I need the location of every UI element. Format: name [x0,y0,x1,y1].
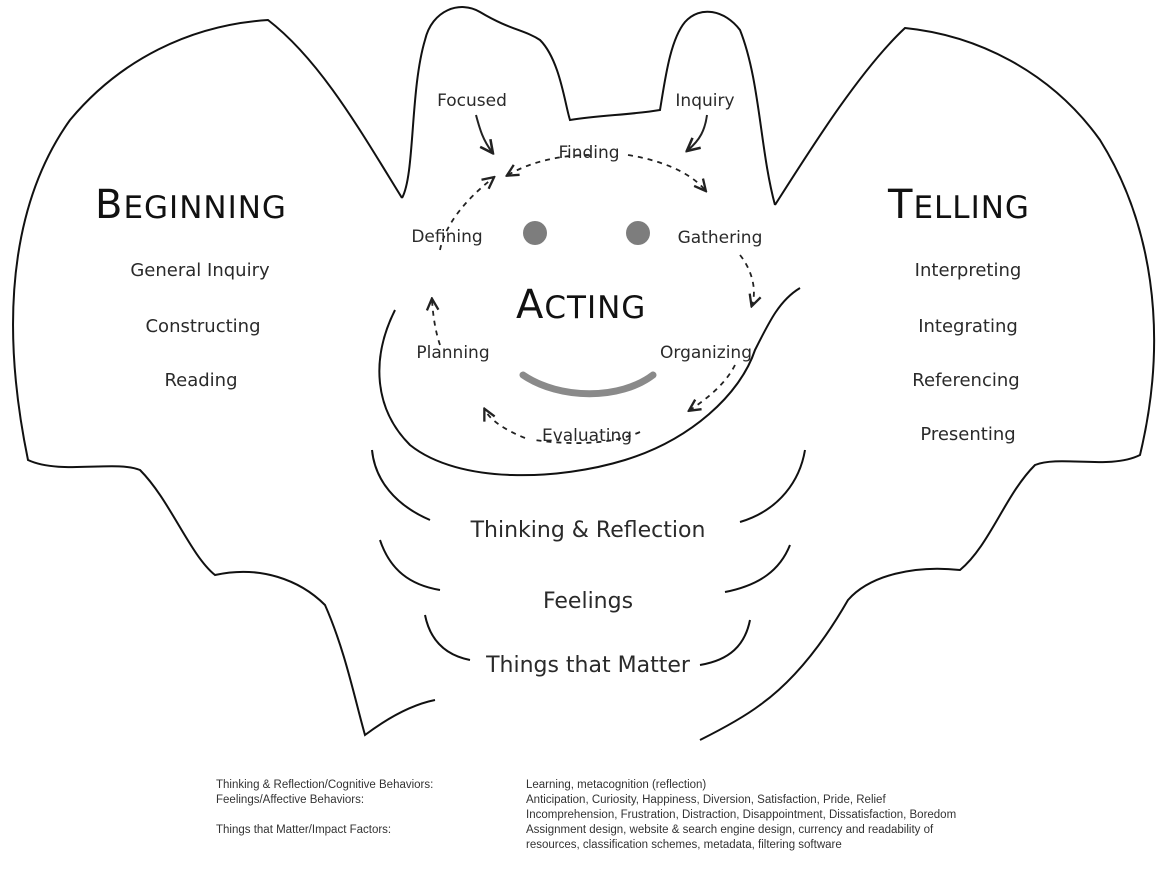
legend-row: Feelings/Affective Behaviors: Anticipati… [216,793,1116,808]
cycle-step-evaluating: Evaluating [542,426,632,446]
smile [519,371,657,398]
body-band-right [699,619,751,666]
legend-key: Thinking & Reflection/Cognitive Behavior… [216,779,434,791]
left-eye [523,221,547,245]
legend-row: Thinking & Reflection/Cognitive Behavior… [216,778,1116,793]
cycle-step-organizing: Organizing [660,343,752,363]
acting-heading: ACTING [516,282,646,328]
legend-row: resources, classification schemes, metad… [216,838,1116,853]
body-band-left [379,539,441,591]
body-layer-thinking: Thinking & Reflection [470,518,706,543]
cycle-step-planning: Planning [416,343,489,363]
legend-row: Things that Matter/Impact Factors: Assig… [216,823,1116,838]
beginning-item: General Inquiry [130,260,270,281]
body-band-right [739,449,806,523]
legend-value: Assignment design, website & search engi… [526,824,934,836]
body-layer-things: Things that Matter [485,653,691,678]
beginning-item: Constructing [145,316,260,337]
cycle-step-defining: Defining [411,227,482,247]
beginning-item: Reading [164,370,237,391]
body-band-left [371,449,431,521]
body-band-left [424,614,471,661]
body-layer-feelings: Feelings [543,589,633,614]
focused-arrow [475,114,492,152]
legend: Thinking & Reflection/Cognitive Behavior… [216,778,1116,853]
legend-value: Anticipation, Curiosity, Happiness, Dive… [526,794,886,806]
head-outline [401,6,776,206]
right-wing-outline [699,26,1156,741]
body-band-right [724,544,791,593]
legend-value: resources, classification schemes, metad… [526,839,842,851]
inquiry-arrow [688,114,708,150]
ear-label-inquiry: Inquiry [675,91,734,111]
legend-value: Incomprehension, Frustration, Distractio… [526,809,957,821]
telling-item: Integrating [918,316,1018,337]
cycle-step-gathering: Gathering [678,228,763,248]
legend-key: Things that Matter/Impact Factors: [216,824,392,836]
legend-key: Feelings/Affective Behaviors: [216,794,365,806]
telling-heading: TELLING [887,182,1030,228]
left-wing-outline [12,18,436,737]
right-eye [626,221,650,245]
acting-cycle-arrows [432,154,754,444]
legend-key-spacer [216,808,526,823]
legend-row: Incomprehension, Frustration, Distractio… [216,808,1116,823]
cycle-step-finding: Finding [558,143,619,163]
legend-value: Learning, metacognition (reflection) [526,779,707,791]
telling-item: Presenting [920,424,1015,445]
legend-key-spacer [216,838,526,853]
ear-label-focused: Focused [437,91,507,111]
telling-item: Interpreting [915,260,1022,281]
telling-item: Referencing [912,370,1019,391]
beginning-heading: BEGINNING [95,182,287,228]
face-bowl-outline [378,287,801,477]
